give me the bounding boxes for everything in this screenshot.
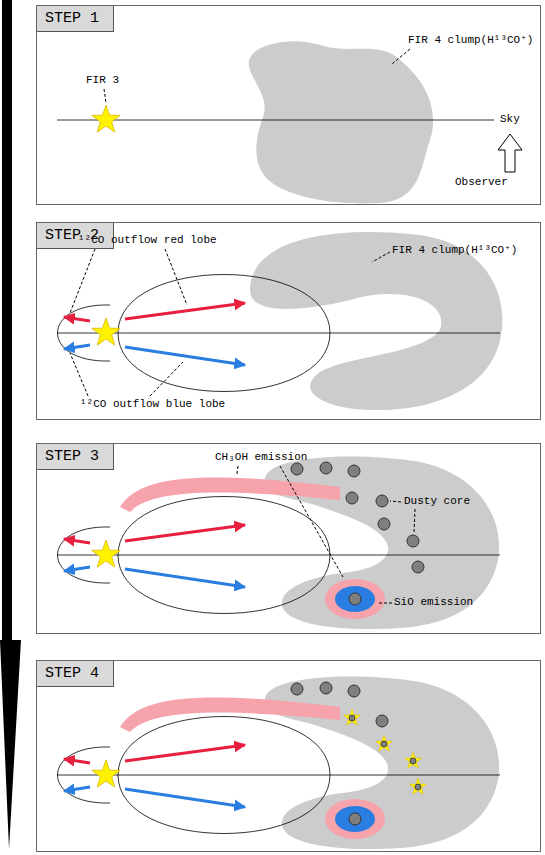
sio-spot (325, 579, 385, 619)
annotation-label: Observer (455, 176, 508, 189)
step-tab: STEP 1 (37, 6, 114, 32)
step-heading: STEP 4 (45, 665, 99, 682)
protostar-symbol (92, 105, 121, 132)
annotation-label: ¹²CO outflow red lobe (78, 234, 217, 247)
step4-figure (57, 677, 500, 850)
clump-shape (249, 41, 433, 203)
step-tab: STEP 4 (37, 661, 114, 687)
clump-shape (265, 677, 499, 850)
leader-lines (237, 466, 415, 603)
step-panel: STEP 4 (36, 660, 541, 852)
sio-spot (325, 799, 385, 839)
annotation-label: ¹²CO outflow blue lobe (80, 398, 225, 411)
methanol-band (120, 697, 340, 732)
annotation-label: FIR 4 clump(H¹³CO⁺) (392, 244, 517, 257)
leader-lines (104, 49, 410, 103)
annotation-label: Sky (500, 113, 520, 126)
methanol-band (120, 477, 340, 512)
annotation-label: SiO emission (394, 596, 473, 609)
sky-line (57, 120, 494, 121)
annotation-label: FIR 4 clump(H¹³CO⁺) (408, 34, 533, 47)
leader-lines (70, 249, 390, 396)
outflow-symbol (57, 275, 500, 392)
outflow-symbol (57, 497, 500, 614)
step1-figure (57, 41, 522, 203)
annotation-label: Dusty core (404, 495, 470, 508)
annotation-label: CH₃OH emission (215, 451, 307, 464)
outflow-symbol (57, 717, 500, 834)
clump-shape (265, 457, 499, 630)
step3-figure (57, 457, 500, 630)
cores-and-stars (291, 682, 427, 794)
annotation-label: FIR 3 (86, 74, 119, 87)
step-heading: STEP 1 (45, 10, 99, 27)
dusty-cores (291, 462, 424, 573)
observer-arrow (498, 134, 522, 172)
step2-figure (57, 232, 502, 410)
time-arrow (0, 0, 21, 849)
step-tab: STEP 3 (37, 444, 114, 470)
step-heading: STEP 3 (45, 448, 99, 465)
clump-shape (250, 232, 502, 410)
